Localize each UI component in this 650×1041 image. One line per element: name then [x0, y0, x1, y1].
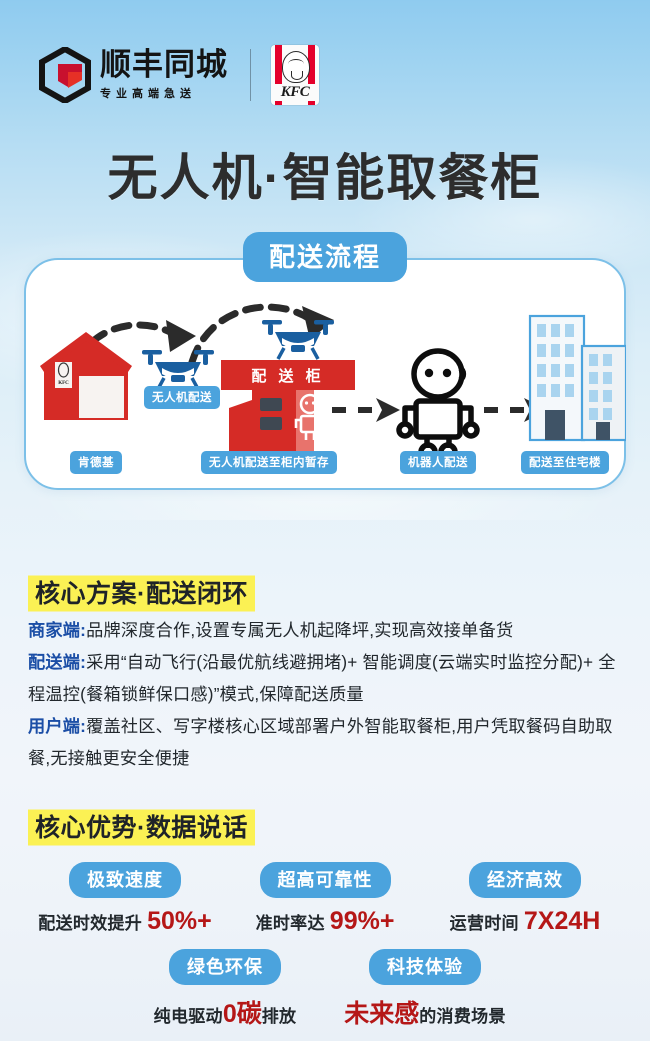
plan-item-key: 配送端:: [28, 652, 87, 672]
kfc-stripe-left: [275, 45, 282, 105]
advantage-card-tech: 科技体验 未来感的消费场景: [325, 949, 525, 1030]
residential-buildings-icon: [528, 314, 626, 442]
page-title: 无人机·智能取餐柜: [107, 150, 543, 206]
flow-diagram-svg: KFC 配 送 柜: [40, 303, 626, 453]
advantage-pill: 科技体验: [369, 949, 481, 985]
kfc-stripe-right: [308, 45, 315, 105]
advantages-grid: 极致速度 配送时效提升 50%+ 超高可靠性 准时率达 99%+ 经济高效 运营…: [24, 862, 626, 1030]
delivery-robot-icon: [396, 348, 480, 453]
section-heading-core-advantages: 核心优势·数据说话: [28, 806, 255, 847]
section-heading-core-plan: 核心方案·配送闭环: [28, 572, 255, 613]
advantage-pill: 极致速度: [69, 862, 181, 898]
flow-node-label-locker: 无人机配送至柜内暂存: [201, 451, 337, 474]
advantage-pill: 绿色环保: [169, 949, 281, 985]
advantage-stat-prefix: 配送时效提升: [38, 914, 148, 933]
advantage-stat: 纯电驱动0碳排放: [125, 994, 325, 1030]
delivery-flow-section: KFC 配 送 柜: [24, 232, 626, 490]
colonel-face-icon: [282, 51, 310, 83]
logo-divider: [250, 49, 251, 101]
brand-logo-bar: 顺丰同城 专业高端急送 KFC: [38, 44, 319, 106]
brand-primary-tagline: 专业高端急送: [100, 87, 196, 100]
advantage-stat-value: 50%+: [147, 907, 212, 935]
plan-item-text: 采用“自动飞行(沿最优航线避拥堵)+ 智能调度(云端实时监控分配)+ 全程温控(…: [28, 652, 616, 704]
advantage-stat-prefix: 运营时间: [449, 914, 524, 933]
plan-item-key: 商家端:: [28, 620, 87, 640]
advantage-stat-value: 未来感: [344, 1000, 420, 1028]
advantage-card-economy: 经济高效 运营时间 7X24H: [425, 862, 625, 936]
advantage-pill: 超高可靠性: [259, 862, 391, 898]
advantages-row-2: 绿色环保 纯电驱动0碳排放 科技体验 未来感的消费场景: [24, 949, 626, 1030]
plan-item-text: 品牌深度合作,设置专属无人机起降坪,实现高效接单备货: [86, 620, 514, 640]
arrowhead-3: [376, 398, 400, 422]
advantage-card-speed: 极致速度 配送时效提升 50%+: [25, 862, 225, 936]
plan-item-text: 覆盖社区、写字楼核心区域部署户外智能取餐柜,用户凭取餐码自助取餐,无接触更安全便…: [28, 716, 613, 768]
advantage-stat-suffix: 的消费场景: [419, 1007, 506, 1026]
advantage-stat-value: 7X24H: [523, 907, 601, 935]
svg-text:KFC: KFC: [58, 381, 69, 386]
advantage-stat-prefix: 纯电驱动: [153, 1007, 223, 1026]
advantage-stat-suffix: 排放: [261, 1007, 297, 1026]
arrowhead-1: [166, 320, 196, 352]
advantage-stat-prefix: 准时率达: [255, 914, 330, 933]
plan-item: 商家端:品牌深度合作,设置专属无人机起降坪,实现高效接单备货: [28, 614, 628, 646]
plan-item-key: 用户端:: [28, 716, 87, 736]
mini-robot-icon: [294, 393, 326, 440]
arc-drone-to-locker: [188, 303, 318, 366]
sf-express-hexagon-icon: [38, 47, 92, 103]
brand-secondary-name: KFC: [271, 84, 319, 101]
advantage-stat-value: 99%+: [329, 907, 395, 935]
delivery-flow-illustration: KFC 配 送 柜: [24, 258, 626, 490]
advantage-card-green: 绿色环保 纯电驱动0碳排放: [125, 949, 325, 1030]
kfc-logo-icon: KFC: [271, 45, 319, 105]
advantage-card-reliability: 超高可靠性 准时率达 99%+: [225, 862, 425, 936]
flow-node-label-drone: 无人机配送: [144, 386, 220, 409]
advantage-pill: 经济高效: [469, 862, 581, 898]
advantages-row-1: 极致速度 配送时效提升 50%+ 超高可靠性 准时率达 99%+ 经济高效 运营…: [24, 862, 626, 936]
delivery-locker-icon: 配 送 柜: [221, 360, 355, 452]
core-plan-body: 商家端:品牌深度合作,设置专属无人机起降坪,实现高效接单备货 配送端:采用“自动…: [28, 614, 628, 774]
advantage-stat: 准时率达 99%+: [225, 907, 425, 936]
brand-primary-name: 顺丰同城: [100, 47, 228, 83]
kfc-store-icon: KFC: [40, 332, 132, 420]
plan-item: 用户端:覆盖社区、写字楼核心区域部署户外智能取餐柜,用户凭取餐码自助取餐,无接触…: [28, 710, 628, 774]
flow-node-label-kfc-store: 肯德基: [70, 451, 122, 474]
drone-icon-2: [262, 320, 334, 360]
plan-item: 配送端:采用“自动飞行(沿最优航线避拥堵)+ 智能调度(云端实时监控分配)+ 全…: [28, 646, 628, 710]
svg-text:配 送 柜: 配 送 柜: [251, 367, 324, 385]
flow-section-badge: 配送流程: [242, 232, 408, 282]
sf-express-wordmark: 顺丰同城 专业高端急送: [100, 49, 228, 101]
advantage-stat: 未来感的消费场景: [325, 994, 525, 1030]
advantage-stat: 运营时间 7X24H: [425, 907, 625, 936]
advantage-stat: 配送时效提升 50%+: [25, 907, 225, 936]
drone-icon-1: [142, 350, 214, 390]
flow-node-label-residence: 配送至住宅楼: [521, 451, 609, 474]
advantage-stat-value: 0碳: [222, 1000, 262, 1028]
flow-node-label-robot: 机器人配送: [400, 451, 476, 474]
